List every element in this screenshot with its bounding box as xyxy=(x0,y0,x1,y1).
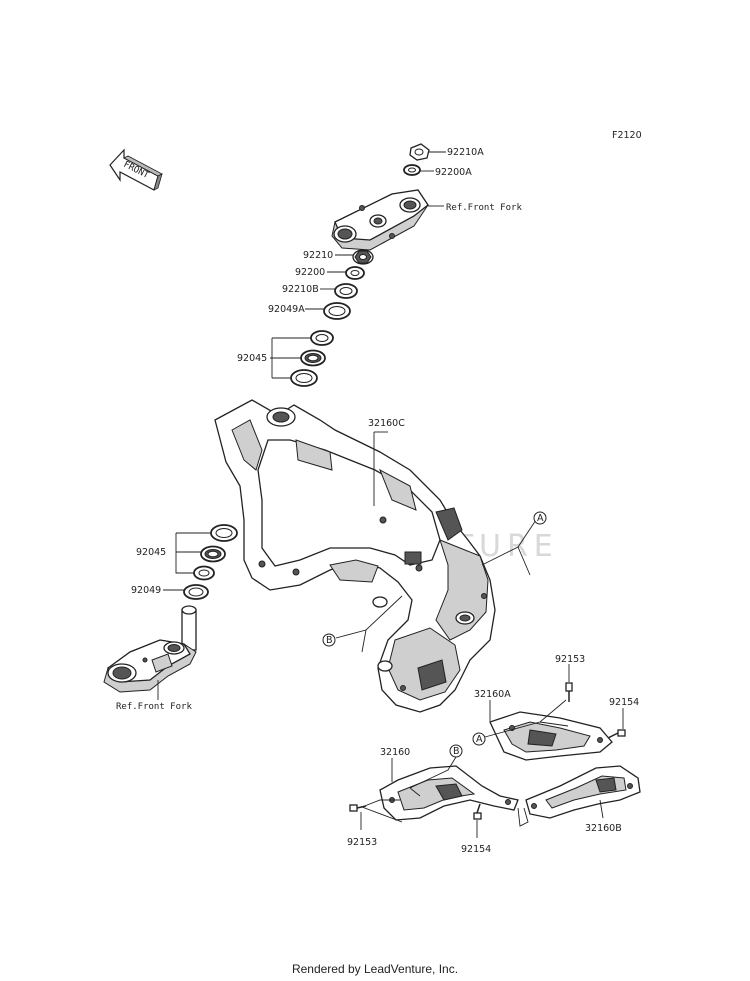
front-arrow-icon: FRONT xyxy=(109,148,163,191)
seal-92049 xyxy=(183,584,209,600)
bolt-92154-right xyxy=(607,729,626,739)
diagram-id: F2120 xyxy=(612,130,642,141)
nut-92210 xyxy=(352,249,374,265)
callout-92210A: 92210A xyxy=(447,147,484,158)
ref-marker-A-frame-label: A xyxy=(537,513,544,524)
callout-92210B: 92210B xyxy=(282,284,319,295)
race-92045-lower-a xyxy=(210,524,238,542)
ref-front-fork-bottom: Ref.Front Fork xyxy=(116,702,192,712)
callout-92045-top: 92045 xyxy=(237,353,267,364)
bracket-32160B xyxy=(525,765,641,819)
bearing-92045-upper-b xyxy=(300,349,326,367)
nut-92210A xyxy=(409,143,430,161)
callout-92154-bottom: 92154 xyxy=(461,844,491,855)
seal-92049A xyxy=(323,302,351,320)
lower-triple-clamp xyxy=(103,605,197,693)
callout-92200A: 92200A xyxy=(435,167,472,178)
bolt-92153-top xyxy=(565,682,573,702)
callout-92045-bottom: 92045 xyxy=(136,547,166,558)
bracket-32160A xyxy=(489,711,613,761)
callout-92200: 92200 xyxy=(295,267,325,278)
bearing-92045-lower-b xyxy=(200,545,226,563)
bearing-92045-lower-c xyxy=(193,565,215,581)
ref-marker-B-bracket: B xyxy=(449,744,463,758)
washer-92200 xyxy=(345,266,365,280)
washer-92200A xyxy=(403,164,421,176)
bearing-92045-upper-a xyxy=(310,330,334,346)
upper-triple-clamp xyxy=(331,189,429,251)
ref-marker-A-bracket-label: A xyxy=(476,734,483,745)
ref-front-fork-top: Ref.Front Fork xyxy=(446,203,522,213)
race-92045-upper-c xyxy=(290,369,318,387)
callout-92153-bottom: 92153 xyxy=(347,837,377,848)
ref-marker-B-bracket-label: B xyxy=(453,746,460,757)
bolt-92154-bottom xyxy=(473,803,482,820)
callout-32160: 32160 xyxy=(380,747,410,758)
callout-32160C: 32160C xyxy=(368,418,405,429)
ref-marker-B-frame-label: B xyxy=(326,635,333,646)
callout-92049A: 92049A xyxy=(268,304,305,315)
callout-92154-right: 92154 xyxy=(609,697,639,708)
callout-32160A: 32160A xyxy=(474,689,511,700)
callout-32160B: 32160B xyxy=(585,823,622,834)
footer-credit: Rendered by LeadVenture, Inc. xyxy=(291,962,459,976)
bracket-32160 xyxy=(379,765,519,821)
nut-92210B xyxy=(334,283,358,299)
ref-marker-A-bracket: A xyxy=(472,732,486,746)
ref-marker-B-frame: B xyxy=(322,633,336,647)
callout-92210: 92210 xyxy=(303,250,333,261)
ref-marker-A-frame: A xyxy=(533,511,547,525)
callout-92049: 92049 xyxy=(131,585,161,596)
main-frame xyxy=(214,399,496,713)
callout-92153-top: 92153 xyxy=(555,654,585,665)
